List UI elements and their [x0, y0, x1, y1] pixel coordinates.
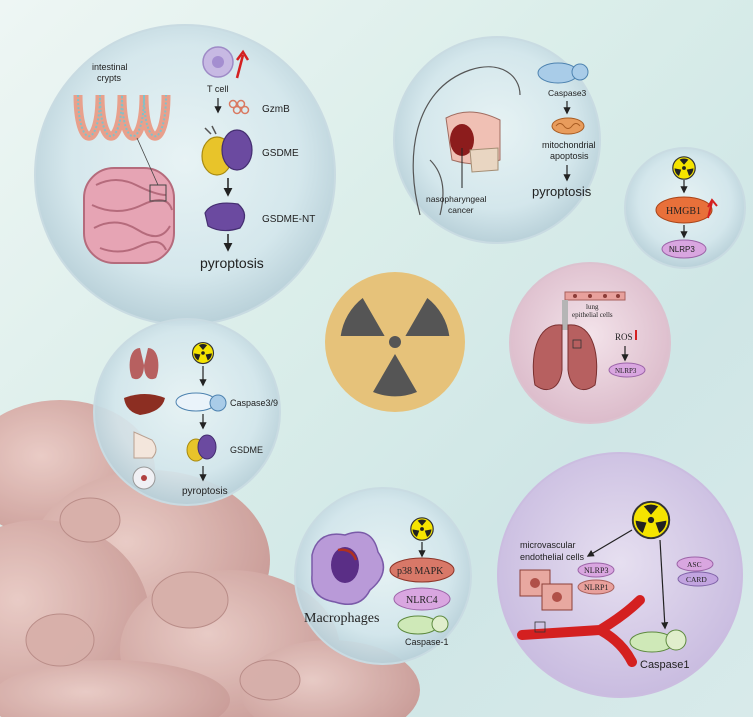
- mito-label-2: apoptosis: [550, 151, 589, 161]
- endo-nlrp1-label: NLRP1: [584, 583, 608, 592]
- lung-nlrp3-label: NLRP3: [615, 367, 637, 375]
- intestine-panel: intestinal crypts T cell GzmB GSDME: [34, 24, 336, 326]
- endo-nlrp3-ellipse: [577, 562, 615, 578]
- caspase1-endo-icon: [629, 629, 687, 653]
- endo-caspase-label: Caspase1: [640, 659, 690, 671]
- breast-icon: [133, 431, 157, 459]
- hmgb1-nlrp3-label: NLRP3: [669, 245, 695, 254]
- asc-label: ASC: [687, 560, 702, 569]
- macrophage-panel: Macrophages p38 MAPK NLRC4 Caspase-1: [294, 487, 472, 665]
- npc-pyroptosis-label: pyroptosis: [532, 184, 592, 199]
- endo-nlrp3-label: NLRP3: [584, 566, 608, 575]
- micro-label-2: endothelial cells: [520, 552, 585, 562]
- cancer-label-2: cancer: [448, 205, 474, 215]
- hmgb1-label: HMGB1: [666, 206, 701, 217]
- blood-vessel-icon: [517, 595, 645, 667]
- caspase3-label: Caspase3: [548, 88, 587, 98]
- t-cell-label: T cell: [207, 84, 228, 94]
- card-ellipse: [677, 571, 719, 587]
- radiation-icon: [672, 156, 696, 180]
- nlrc4-ellipse: [393, 587, 451, 611]
- gzmb-granules-icon: [228, 99, 250, 115]
- macrophage-caspase-label: Caspase-1: [405, 637, 449, 647]
- gzmb-label: GzmB: [262, 104, 290, 115]
- nasopharyngeal-panel: nasopharyngeal cancer Caspase3 mitochond…: [393, 36, 601, 244]
- endothelial-panel: microvascular endothelial cells NLRP3 NL…: [497, 452, 743, 698]
- lung-nlrp3-ellipse: [608, 362, 646, 378]
- lung-label-1: lung: [586, 303, 599, 311]
- nlrc4-label: NLRC4: [406, 595, 438, 606]
- endothelial-cells-icon: [519, 569, 573, 611]
- gsdme-protein-icon: [201, 125, 253, 176]
- organ-panel: Caspase3/9 GSDME pyroptosis: [93, 318, 281, 506]
- micro-label-1: microvascular: [520, 540, 576, 550]
- crypts-label-1: intestinal: [92, 62, 128, 72]
- caspase3-icon: [537, 62, 589, 84]
- asc-ellipse: [676, 556, 714, 572]
- central-radiation-icon: [325, 272, 465, 412]
- tumor-cell-cluster: [0, 400, 420, 717]
- nlrp3-ellipse: [661, 239, 707, 259]
- macrophages-label: Macrophages: [304, 611, 379, 626]
- pyroptosis-label: pyroptosis: [200, 255, 264, 271]
- hmgb1-increase-icon: [707, 198, 718, 219]
- caspase39-icon: [175, 392, 227, 412]
- lung-epithelial-cells-icon: [564, 291, 626, 301]
- intestinal-crypts-icon: [73, 94, 171, 141]
- lungs-icon: [532, 300, 598, 390]
- hmgb1-ellipse: [655, 196, 713, 224]
- p38-ellipse: [389, 557, 455, 583]
- endo-nlrp1-ellipse: [577, 579, 615, 595]
- lung-label-2: epithelial cells: [572, 311, 613, 319]
- ros-label: ROS: [615, 332, 633, 342]
- head-profile-icon: [412, 66, 521, 216]
- lungs-small-icon: [129, 348, 159, 380]
- increase-arrow-icon: [235, 54, 245, 79]
- lung-panel: lung epithelial cells ROS NLRP3: [509, 262, 671, 424]
- crypts-label-2: crypts: [97, 73, 122, 83]
- mito-label-1: mitochondrial: [542, 140, 596, 150]
- macrophage-radiation-icon: [410, 517, 434, 541]
- gsdme-nt-label: GSDME-NT: [262, 214, 315, 225]
- nasopharynx-icon: [445, 111, 501, 173]
- caspase39-label: Caspase3/9: [230, 398, 278, 408]
- hmgb1-panel: HMGB1 NLRP3: [624, 147, 746, 269]
- organ-radiation-icon: [191, 341, 215, 365]
- gsdme-label: GSDME: [262, 148, 299, 159]
- small-intestine-icon: [83, 137, 175, 264]
- endothelial-radiation-icon: [631, 500, 671, 540]
- caspase1-macrophage-icon: [397, 615, 449, 635]
- macrophage-icon: [311, 531, 385, 605]
- p38-label: p38 MAPK: [397, 566, 444, 577]
- card-label: CARD: [686, 575, 707, 584]
- cancer-label-1: nasopharyngeal: [426, 194, 487, 204]
- liver-icon: [124, 394, 165, 415]
- organ-pyroptosis-label: pyroptosis: [182, 486, 228, 497]
- gsdme-nt-icon: [204, 202, 246, 232]
- organ-gsdme-label: GSDME: [230, 445, 263, 455]
- mitochondria-icon: [551, 117, 585, 135]
- organ-gsdme-icon: [186, 434, 217, 462]
